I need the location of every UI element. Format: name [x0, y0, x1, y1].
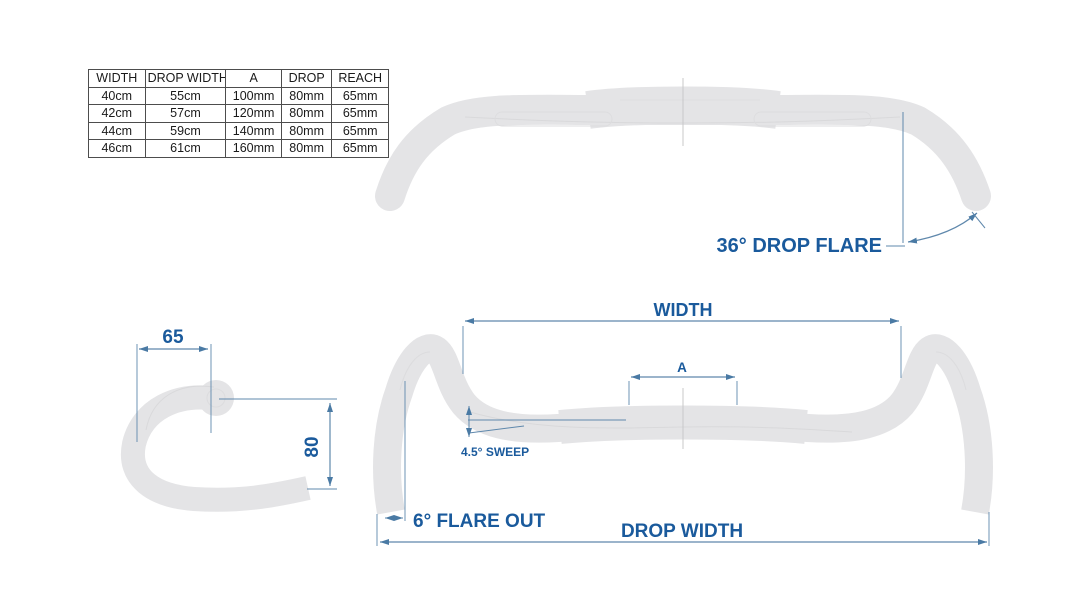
drop-width-dimension	[376, 512, 990, 546]
cell-reach: 65mm	[331, 139, 389, 158]
cell-width: 42cm	[88, 104, 146, 123]
a-dimension	[628, 374, 738, 405]
flare-out-label: 6° FLARE OUT	[413, 511, 546, 532]
cell-drop-width: 57cm	[144, 104, 227, 123]
cell-width: 44cm	[88, 121, 146, 140]
a-label: A	[677, 360, 687, 375]
cell-drop: 80mm	[280, 121, 333, 140]
drop-width-label: DROP WIDTH	[621, 521, 743, 542]
table-row: 44cm 59cm 140mm 80mm 65mm	[88, 121, 389, 140]
table-row: 40cm 55cm 100mm 80mm 65mm	[88, 86, 389, 105]
top-view-clamp-contour-right	[753, 111, 872, 127]
reach-dimension	[136, 344, 212, 442]
cell-drop: 80mm	[280, 104, 333, 123]
cell-width: 46cm	[88, 139, 146, 158]
table-header-row: WIDTH DROP WIDTH A DROP REACH	[88, 69, 389, 88]
side-view-hook-tube	[120, 385, 311, 512]
drop-flare-arc	[907, 212, 978, 244]
sweep-label: 4.5° SWEEP	[461, 445, 529, 459]
header-drop: DROP	[280, 69, 333, 88]
reach-value-label: 65	[162, 327, 184, 348]
drop-flare-annotation	[886, 112, 986, 247]
flare-out-annotation	[385, 381, 406, 521]
cell-width: 40cm	[88, 86, 146, 105]
header-drop-width: DROP WIDTH	[144, 69, 227, 88]
header-width: WIDTH	[88, 69, 146, 88]
width-label: WIDTH	[654, 300, 713, 320]
handlebar-top-view	[375, 78, 991, 211]
header-reach: REACH	[331, 69, 389, 88]
cell-drop: 80mm	[280, 139, 333, 158]
sweep-angled-line	[468, 425, 525, 434]
drop-dimension	[219, 398, 337, 490]
cell-reach: 65mm	[331, 104, 389, 123]
table-row: 42cm 57cm 120mm 80mm 65mm	[88, 104, 389, 123]
sweep-annotation	[466, 406, 626, 437]
drop-value-label: 80	[302, 436, 323, 457]
side-view-bar-end-contour	[206, 388, 226, 408]
handlebar-front-view	[373, 334, 993, 515]
handlebar-side-view	[120, 380, 311, 512]
cell-drop-width: 55cm	[144, 86, 227, 105]
cell-reach: 65mm	[331, 86, 389, 105]
front-view-horn-contour-right	[935, 351, 967, 391]
drop-flare-label: 36° DROP FLARE	[717, 235, 882, 257]
side-view-bar-end	[198, 380, 234, 416]
cell-drop: 80mm	[280, 86, 333, 105]
drop-flare-tick	[971, 211, 986, 229]
size-spec-table: WIDTH DROP WIDTH A DROP REACH 40cm 55cm …	[88, 69, 389, 158]
cell-drop-width: 61cm	[144, 139, 227, 158]
side-view-contour-line	[145, 385, 215, 431]
cell-a: 100mm	[225, 86, 282, 105]
cell-a: 160mm	[225, 139, 282, 158]
cell-a: 140mm	[225, 121, 282, 140]
header-a: A	[225, 69, 282, 88]
cell-reach: 65mm	[331, 121, 389, 140]
table-row: 46cm 61cm 160mm 80mm 65mm	[88, 139, 389, 158]
cell-drop-width: 59cm	[144, 121, 227, 140]
front-view-horn-contour-left	[399, 351, 431, 391]
cell-a: 120mm	[225, 104, 282, 123]
top-view-clamp-contour-left	[494, 111, 613, 127]
width-dimension	[462, 318, 902, 378]
